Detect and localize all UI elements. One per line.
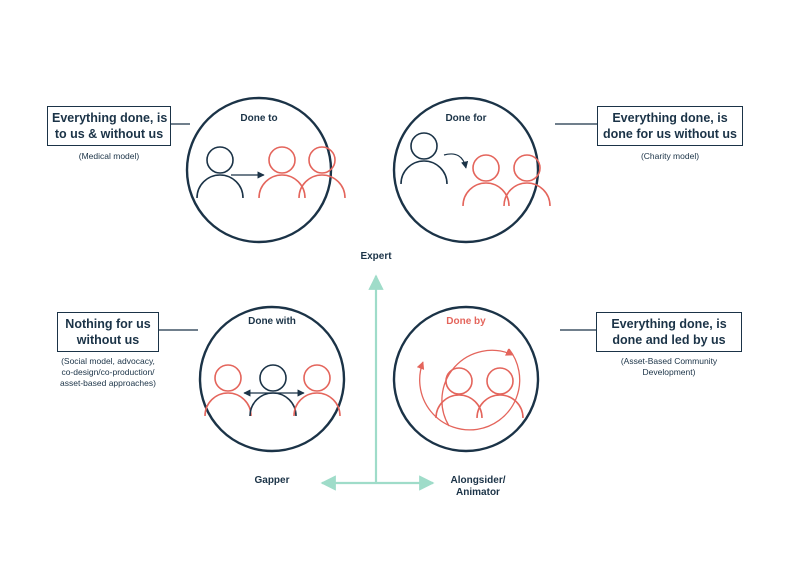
person-coral-icon — [258, 146, 306, 199]
done-for-box-line: done for us without us — [602, 127, 737, 141]
done-with-note-line: (Social model, advocacy, — [61, 356, 155, 366]
done-with-note-line: co-design/co-production/ — [61, 367, 155, 377]
person-coral-icon — [293, 364, 341, 417]
done-to-box-line: Everything done, is — [52, 111, 168, 125]
person-coral-icon — [476, 367, 524, 419]
person-coral-icon — [503, 154, 551, 207]
axis-label-expert: Expert — [346, 251, 406, 263]
done-with-note-line: asset-based approaches) — [60, 378, 156, 388]
quadrant-done-with: Done with — [198, 305, 346, 453]
person-navy-icon — [196, 146, 244, 199]
done-to-box-line: to us & without us — [54, 127, 164, 141]
person-coral-icon — [298, 146, 346, 199]
done-with-circle — [198, 305, 346, 453]
axis-label-gapper: Gapper — [242, 475, 302, 487]
done-with-title: Done with — [248, 316, 296, 327]
quadrant-done-for: Done for — [392, 96, 551, 244]
person-navy-icon — [249, 364, 297, 417]
done-to-note: (Medical model) — [47, 151, 171, 162]
person-coral-icon — [462, 154, 510, 207]
done-with-box-line: Nothing for us — [65, 317, 151, 331]
done-to-note-line: (Medical model) — [78, 151, 140, 161]
done-to-title: Done to — [240, 113, 277, 124]
done-by-box-line: done and led by us — [612, 333, 726, 347]
done-with-box: Nothing for us without us — [57, 312, 159, 352]
done-by-box-line: Everything done, is — [611, 317, 727, 331]
person-navy-icon — [400, 132, 448, 185]
done-with-box-line: without us — [76, 333, 140, 347]
done-for-box: Everything done, is done for us without … — [597, 106, 743, 146]
axes — [320, 274, 435, 491]
done-to-box: Everything done, is to us & without us — [47, 106, 171, 146]
person-coral-icon — [204, 364, 252, 417]
done-for-note: (Charity model) — [597, 151, 743, 162]
person-coral-icon — [435, 367, 483, 419]
axis-label-alongsider-line: Alongsider/ — [450, 475, 506, 486]
done-for-note-line: (Charity model) — [640, 151, 700, 161]
axis-label-alongsider-line: Animator — [456, 487, 500, 498]
done-for-box-line: Everything done, is — [612, 111, 728, 125]
axis-label-alongsider: Alongsider/ Animator — [436, 475, 520, 499]
done-for-circle — [392, 96, 540, 244]
done-by-note-line: (Asset-Based Community — [620, 356, 718, 366]
done-by-title: Done by — [446, 316, 486, 327]
done-by-note-line: Development) — [642, 367, 696, 377]
done-by-box: Everything done, is done and led by us — [596, 312, 742, 352]
done-by-note: (Asset-Based Community Development) — [596, 356, 742, 378]
done-with-note: (Social model, advocacy, co-design/co-pr… — [46, 356, 170, 389]
axis-label-expert-text: Expert — [360, 251, 392, 262]
axis-label-gapper-text: Gapper — [254, 475, 290, 486]
done-by-circle — [392, 305, 540, 453]
done-for-title: Done for — [445, 113, 486, 124]
quadrant-done-by: Done by — [392, 305, 540, 453]
quadrant-done-to: Done to — [185, 96, 346, 244]
cycle-arrows-icon — [416, 348, 521, 431]
curved-arrow-icon — [443, 153, 469, 169]
